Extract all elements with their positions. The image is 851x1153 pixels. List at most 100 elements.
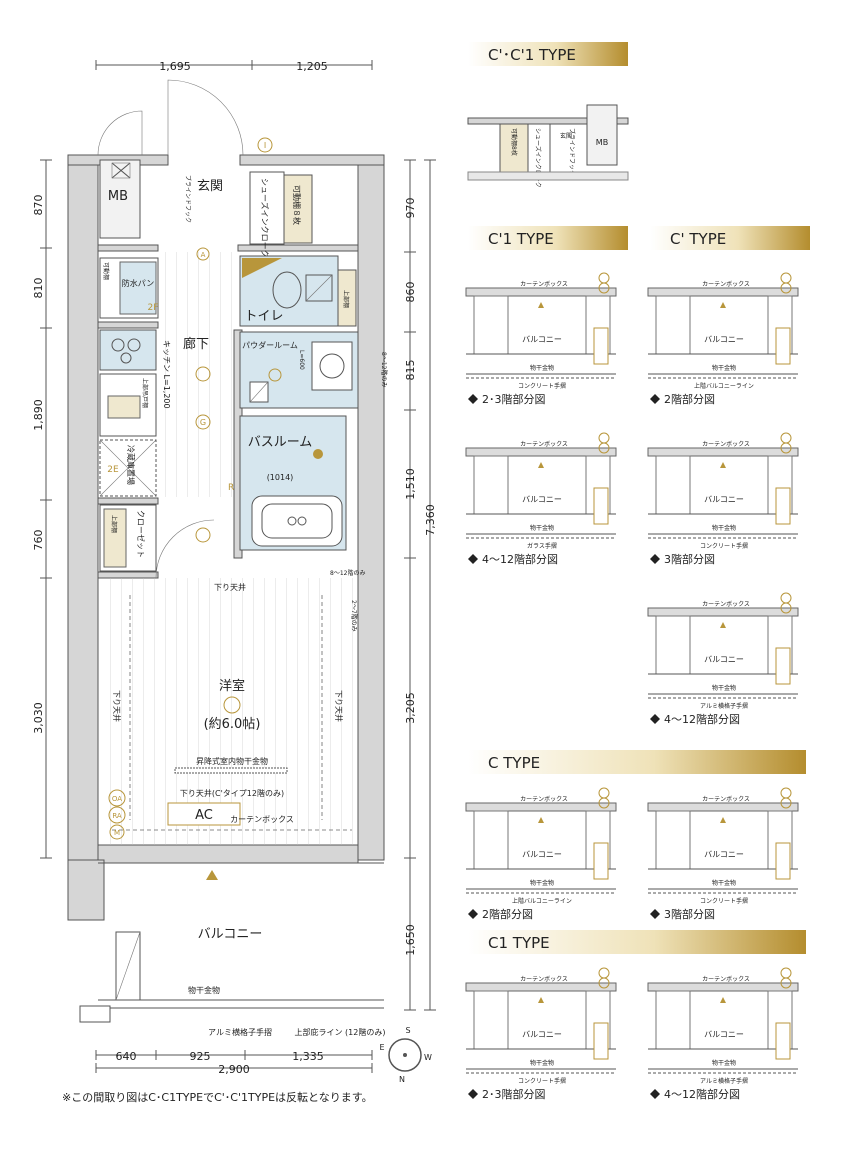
mini-badge-oa (780, 592, 792, 604)
variant-title-1: C'･C'1 TYPE (488, 46, 576, 64)
left-column-rooms: 防水パン 可動棚 2F 上部吊戸棚 キッチン L=1,200 冷蔵庫置場 2E (99, 257, 171, 497)
dim-right-1: 970 (404, 198, 417, 219)
mini-floor-caption: 4～12階部分図 (664, 712, 740, 726)
mini-rail-label: ガラス手摺 (527, 542, 557, 550)
mini-room-left (473, 810, 509, 870)
dim-left-1: 870 (32, 195, 45, 216)
mini-marker (538, 997, 544, 1003)
movable-shelf-label: 可動棚８枚 (292, 185, 302, 225)
toilet-upper-shelf-label: 上部棚 (342, 290, 350, 308)
western-room-label: 洋室 (219, 678, 245, 694)
drop-ceiling-c-label: 下り天井(C'タイプ12階のみ) (180, 788, 284, 798)
mini-laundry-box (593, 842, 609, 880)
mini-laundry-box (593, 487, 609, 525)
mini-room-left (473, 990, 509, 1050)
powder-room: パウダールーム L=600 8～12階のみ (239, 331, 388, 409)
mini-curtain-box-label: カーテンボックス (520, 280, 568, 288)
mini-laundry-label: 物干金物 (530, 364, 554, 372)
variant-title-c1: C1 TYPE (488, 934, 550, 952)
badge-oa: OA (112, 795, 122, 803)
mini-floor-caption: 2階部分図 (664, 392, 715, 406)
entrance-area: 玄関 ブラインドフック シューズインクローク 可動棚８枚 I (184, 137, 313, 258)
mini-floor-caption: 2･3階部分図 (482, 392, 546, 406)
mini-laundry-box (775, 842, 791, 880)
mini-badge-ra (598, 797, 610, 809)
ac-label: AC (195, 808, 213, 823)
dim-right-2: 860 (404, 282, 417, 303)
mini-rail-label: コンクリート手摺 (518, 1077, 566, 1085)
mini-wall-top (647, 607, 799, 617)
dim-top-2: 1,205 (296, 60, 328, 73)
mini-curtain-box-label: カーテンボックス (702, 600, 750, 608)
badge-r: R (228, 483, 234, 493)
entrance-door[interactable] (167, 79, 244, 156)
l600-label: L=600 (298, 350, 305, 370)
mini-curtain-box-label: カーテンボックス (702, 440, 750, 448)
mini-badge-oa (780, 787, 792, 799)
mini-marker (720, 622, 726, 628)
badge-ra: RA (112, 812, 122, 820)
mini-entrance: 玄関 (560, 132, 572, 140)
dim-right-3: 815 (404, 360, 417, 381)
mini-room-left (655, 810, 691, 870)
dim-bottom-1: 640 (116, 1050, 137, 1063)
walls (67, 154, 385, 921)
drop-ceiling-left-label: 下り天井 (112, 690, 122, 722)
mini-balcony-label: バルコニー (522, 850, 562, 859)
mini-badge-ra (598, 977, 610, 989)
mini-curtain-box-label: カーテンボックス (520, 440, 568, 448)
mini-floor-caption: 3階部分図 (664, 552, 715, 566)
floor-2-7-label: 2～7階のみ (350, 600, 358, 632)
variant-title-bar-3 (650, 226, 810, 250)
mini-wall-top (647, 447, 799, 457)
closet-label: クローゼット (136, 510, 146, 558)
mini-room-left (655, 615, 691, 675)
mini-curtain-box-label: カーテンボックス (702, 280, 750, 288)
mini-balcony-label: バルコニー (704, 1030, 744, 1039)
mini-floor-caption: 3階部分図 (664, 907, 715, 921)
mini-mb: MB (596, 138, 608, 147)
mini-badge-ra (780, 282, 792, 294)
mini-laundry-box (775, 1022, 791, 1060)
mb-door (97, 110, 143, 156)
powder-room-label: パウダールーム (242, 340, 298, 350)
mini-room-left (655, 455, 691, 515)
mini-blind: ブラインドフック (568, 128, 576, 176)
upper-rail-label: 上部庇ライン (12階のみ) (295, 1027, 386, 1037)
mini-badge-oa (598, 787, 610, 799)
alumi-rail-label: アルミ横格子手摺 (208, 1027, 272, 1037)
left-dimensions: 870 810 1,890 760 3,030 (32, 159, 52, 859)
bath-size-label: (1014) (267, 473, 294, 482)
bath-label: バスルーム (248, 435, 313, 450)
room-size-label: (約6.0帖) (204, 717, 261, 732)
mini-marker (720, 302, 726, 308)
badge-g: G (200, 418, 206, 427)
badge-i: I (264, 141, 266, 150)
mini-room-left (473, 295, 509, 355)
mini-laundry-label: 物干金物 (712, 684, 736, 692)
badge-2e: 2E (107, 465, 119, 475)
laundry-pole-label: 物干金物 (188, 985, 220, 995)
variant-title-c: C TYPE (488, 754, 540, 772)
footnote: ※この間取り図はC･C1TYPEでC'･C'1TYPEは反転となります。 (62, 1091, 373, 1104)
mini-badge-ra (780, 602, 792, 614)
toilet-label: トイレ (244, 309, 283, 324)
kitchen-upper-label: 上部吊戸棚 (141, 378, 149, 408)
mini-room-left (655, 990, 691, 1050)
floor-note-label: 8～12階のみ (380, 352, 388, 387)
mini-marker (720, 462, 726, 468)
corridor-label: 廊下 (183, 336, 209, 352)
mini-balcony-label: バルコニー (704, 495, 744, 504)
mini-badge-oa (780, 967, 792, 979)
mini-balcony-label: バルコニー (522, 495, 562, 504)
waterproof-pan-label: 防水パン (122, 278, 154, 288)
mini-balcony-label: バルコニー (704, 655, 744, 664)
mini-bullet-icon (468, 909, 478, 919)
mini-rail-label: 上階バルコニーライン (512, 897, 572, 905)
mini-rail-label: 上階バルコニーライン (694, 382, 754, 390)
mini-curtain-box-label: カーテンボックス (520, 795, 568, 803)
mini-wall-top (647, 982, 799, 992)
mini-rail-label: コンクリート手摺 (700, 897, 748, 905)
movable-shelf-small-label: 可動棚 (102, 262, 110, 280)
variant-title-2: C'1 TYPE (488, 230, 554, 248)
